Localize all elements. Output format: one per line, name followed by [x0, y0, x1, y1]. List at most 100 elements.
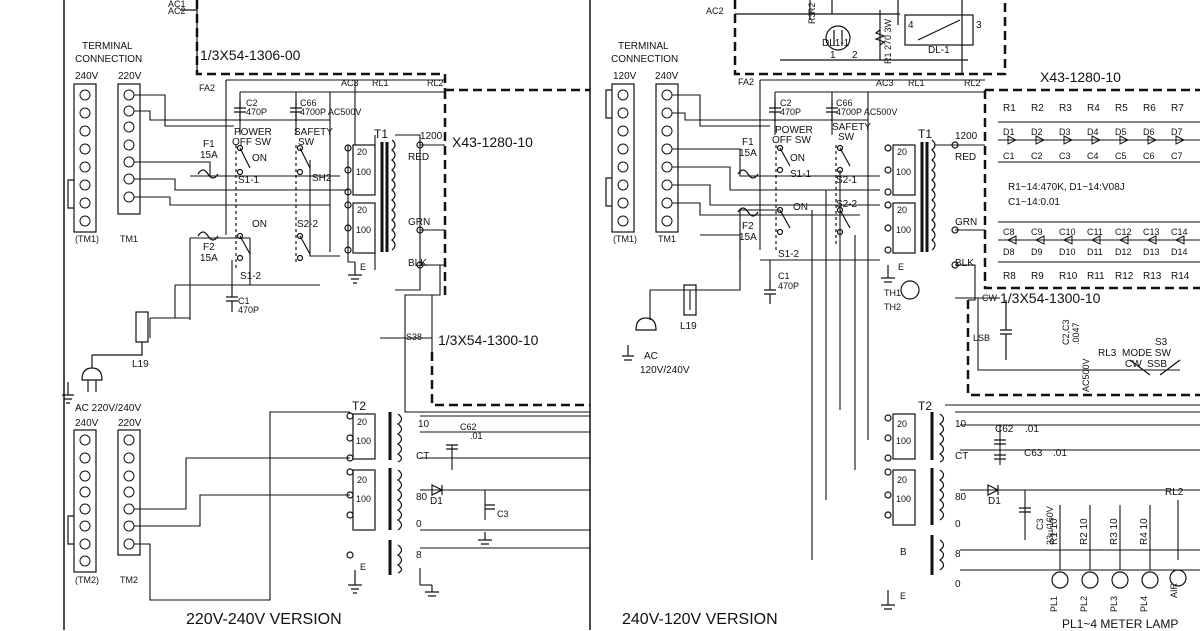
carr_top-7: C7	[1171, 151, 1183, 161]
tm1a-name-left: (TM1)	[75, 234, 99, 244]
tap20-right-2: 20	[897, 205, 908, 215]
cap-c1-right	[764, 280, 776, 304]
unit-right-label-left: X43-1280-10	[452, 134, 533, 150]
fuse-f1-right	[737, 169, 759, 179]
unit-box-right-left	[443, 88, 590, 300]
t2-eighty-right: 80	[955, 492, 967, 503]
fuse-f1-left	[197, 169, 219, 179]
meter_r-3: R3 10	[1109, 518, 1120, 545]
dl1-pin3: 3	[976, 20, 982, 31]
carr_bot-4: C11	[1087, 227, 1103, 237]
rarr_bot-5: R12	[1115, 271, 1134, 282]
carr_bot-2: C9	[1031, 227, 1043, 237]
t2-label-right: T2	[918, 399, 933, 413]
safety-sw2-label-right: SW	[838, 132, 855, 143]
t2-tap20-right-2: 20	[897, 475, 908, 485]
ground-c3-left	[478, 532, 492, 545]
c2c3-label: C2,C3	[1061, 319, 1071, 345]
unit-box-top-left	[195, 0, 447, 90]
safety-switch-left	[295, 144, 311, 262]
unit-top-label-left: 1/3X54-1306-00	[200, 47, 301, 63]
tm1a-block-right	[605, 83, 635, 233]
rl2-right: RL2	[964, 78, 981, 88]
t2-eight-left: 8	[416, 550, 422, 561]
tap100-right-2: 100	[896, 225, 912, 235]
wiring-left	[134, 79, 590, 413]
cap-c2-left	[234, 100, 246, 122]
rarr_top-6: R6	[1143, 103, 1156, 114]
r1-label-right: R1 270 3W	[883, 18, 893, 64]
ac1-left: AC1	[168, 0, 186, 9]
safety-sw-label-left: SAFETY	[294, 127, 333, 138]
ac2-left: AC2	[168, 6, 186, 16]
meter_r-2: R2 10	[1079, 518, 1090, 545]
terminal-title-left-2: CONNECTION	[75, 54, 143, 65]
terminal-title-right-2: CONNECTION	[611, 54, 679, 65]
f1-label-left: F1	[203, 139, 215, 150]
darr_bot-2: D9	[1031, 247, 1043, 257]
t2-tap20-right-1: 20	[897, 419, 908, 429]
rl2-left: RL2	[427, 78, 444, 88]
tm1b-name-left: TM1	[120, 234, 138, 244]
darr_top-7: D7	[1171, 127, 1183, 137]
ac3-right: AC3	[876, 78, 894, 88]
e-right: E	[898, 262, 905, 272]
fa2-left: FA2	[199, 83, 216, 93]
carr_top-5: C5	[1115, 151, 1127, 161]
t2-tap100-left-1: 100	[356, 436, 372, 446]
c3-left: C3	[497, 509, 509, 519]
c2-left: C2	[246, 98, 258, 108]
dl1-1-relay	[825, 25, 851, 51]
grn-left: GRN	[408, 217, 431, 228]
t2-ct-left: CT	[416, 451, 430, 462]
cap-c62-left	[446, 444, 458, 450]
t2-zero-left: 0	[416, 519, 422, 530]
s38-left: S38	[406, 332, 423, 342]
array-spec-1: R1~14:470K, D1~14:V08J	[1008, 182, 1125, 193]
c1-val-right: 470P	[778, 281, 800, 291]
c66-right: C66	[836, 98, 853, 108]
ac-in-left: AC 220V/240V	[75, 403, 142, 414]
dl1-module	[904, 14, 974, 46]
tap20-right-1: 20	[897, 147, 908, 157]
d1-left: D1	[430, 496, 443, 507]
th1-right: TH1	[884, 288, 902, 298]
array-spec-2: C1~14:0.01	[1008, 197, 1060, 208]
power-sw2-label-right: OFF SW	[772, 135, 811, 146]
f2-val-right: 15A	[739, 232, 757, 243]
t2-ten-right: 10	[955, 419, 967, 430]
on-label-right-2: ON	[793, 202, 808, 213]
ground-ac-left	[62, 382, 74, 404]
power-switch-right	[775, 144, 791, 250]
t2-ct-right: CT	[955, 451, 969, 462]
c2c3-val: .0047	[1071, 322, 1081, 345]
tap100-left-1: 100	[356, 167, 372, 177]
version-title-left: 220V-240V VERSION	[186, 611, 342, 628]
red-left: RED	[408, 152, 430, 163]
c62-right: C62	[995, 424, 1014, 435]
t2-ten-left: 10	[418, 419, 430, 430]
ground-e-right	[881, 265, 895, 283]
rarr_bot-3: R10	[1059, 271, 1078, 282]
tap20-left-2: 20	[357, 205, 368, 215]
darr_top-2: D2	[1031, 127, 1043, 137]
t2-tap100-right-1: 100	[896, 436, 912, 446]
ac-in-right-1: AC	[644, 351, 658, 362]
l19-right: L19	[680, 321, 697, 332]
tm2b-col-label-left: 220V	[118, 418, 142, 429]
carr_top-1: C1	[1003, 151, 1015, 161]
mode-switch-s3	[1129, 359, 1181, 376]
e-left-bottom: E	[360, 562, 367, 572]
power-sw-label-left: POWER	[234, 127, 272, 138]
c1-val-left: 470P	[238, 305, 260, 315]
t2-eighty-left: 80	[416, 492, 428, 503]
carr_top-6: C6	[1143, 151, 1155, 161]
tm1a-name-right: (TM1)	[613, 234, 637, 244]
th2-right: TH2	[884, 302, 902, 312]
safety-switch-right	[835, 144, 851, 245]
ac3-left: AC3	[341, 78, 359, 88]
blk-left: BLK	[408, 258, 427, 269]
t1-transformer-right	[884, 139, 959, 269]
rarr_bot-6: R13	[1143, 271, 1162, 282]
